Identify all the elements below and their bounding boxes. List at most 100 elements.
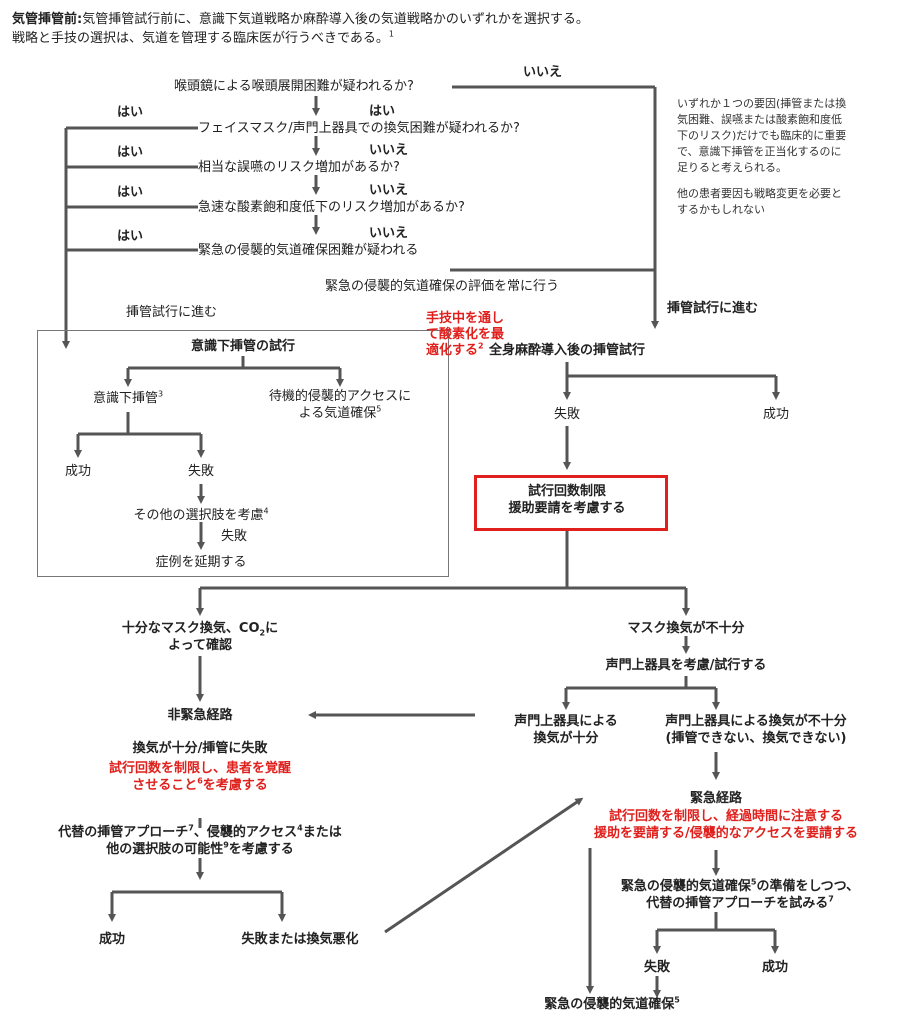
side-note: いずれか１つの要因(挿管または換気困難、誤嚥または酸素飽和度低下のリスク)だけで… [677,96,849,218]
yes-label-5: はい [369,104,396,119]
awake-intubation-box [37,330,449,577]
prepare-invasive-access: 緊急の侵襲的気道確保5の準備をしつつ、 代替の挿管アプローチを試みる7 [621,878,859,912]
awake-title: 意識下挿管の試行 [190,339,296,354]
yes-label-1: はい [117,105,144,120]
yes-label-2: はい [117,145,144,160]
question-invasive-access: 緊急の侵襲的気道確保困難が疑われる [198,243,419,258]
consider-other-sup: 4 [263,506,269,516]
question-mask-ventilation: フェイスマスク/声門上器具での換気困難が疑われるか? [198,121,520,136]
no-label-1: いいえ [523,65,563,80]
awake-fail-2: 失敗 [221,529,248,544]
emergency-red-line2: 援助を要請する/侵襲的なアクセスを要請する [593,826,859,841]
ga-fail: 失敗 [553,407,581,422]
adequate-mask-ventilation: 十分なマスク換気、CO2に よって確認 [122,620,278,654]
limit-wake-line2b: を考慮する [202,778,268,793]
attempt-limit-box [474,475,668,531]
postpone-case: 症例を延期する [155,555,247,570]
question-aspiration: 相当な誤嚥のリスク増加があるか? [198,160,400,175]
limit-wake-line1: 試行回数を制限し、患者を覚醒 [108,761,292,776]
prep-line1b: の準備をしつつ、 [756,879,860,894]
no-label-4: いいえ [369,226,409,241]
limit-wake-line2a: させること [132,778,198,793]
sga-bad-line1: 声門上器具による換気が不十分 [665,714,847,729]
proceed-awake-label: 挿管試行に進む [126,305,218,320]
final-sup: 5 [674,995,680,1005]
intro-lead: 気管挿管前: [12,12,83,27]
consider-other-node: その他の選択肢を考慮4 [133,507,268,524]
prep-sup5: 5 [750,877,757,887]
alt-sup4: 4 [297,823,303,833]
ga-success: 成功 [762,407,790,422]
limit-wake-note: 試行回数を制限し、患者を覚醒 させること6を考慮する [109,760,291,794]
awake-intubation-node: 意識下挿管3 [93,390,163,407]
sga-adequate: 声門上器具による 換気が十分 [514,713,618,747]
emergency-pathway: 緊急経路 [689,791,743,806]
adequate-line1b: に [265,621,279,636]
oxygenation-line2: て酸素化を最 [426,327,505,342]
adequate-line2: よって確認 [168,638,232,653]
oxygenation-line3: 適化する [426,343,479,358]
awake-fail: 失敗 [187,464,215,479]
attempt-limit-line2: 援助要請を考慮する [508,501,626,516]
left-success: 成功 [98,932,126,947]
awake-intubation-label: 意識下挿管 [92,391,158,406]
inadequate-mask-ventilation: マスク換気が不十分 [627,621,745,636]
intro-line1: 気管挿管試行前に、意識下気道戦略か麻酔導入後の気道戦略かのいずれかを選択する。 [82,12,589,27]
proceed-ga-label: 挿管試行に進む [667,301,759,316]
standby-line2: よる気道確保 [298,406,377,421]
side-note-p2: 他の患者要因も戦略変更を必要とするかもしれない [677,187,842,216]
yes-label-4: はい [117,229,144,244]
no-label-2: いいえ [369,143,409,158]
alt-line1b: 、侵襲的アクセス [193,825,298,840]
standby-line1: 待機的侵襲的アクセスに [268,389,412,404]
intro-line2: 戦略と手技の選択は、気道を管理する臨床医が行うべきである。 [12,31,389,46]
sga-inadequate: 声門上器具による換気が不十分 (挿管できない、換気できない) [665,713,847,747]
standby-sup: 5 [376,404,382,414]
nonemergency-pathway: 非緊急経路 [167,708,233,723]
prep-line2a: 代替の挿管アプローチを試みる [646,896,829,911]
no-label-3: いいえ [369,183,409,198]
alt-line2b: を考慮する [228,842,294,857]
consider-sga: 声門上器具を考慮/試行する [605,658,767,673]
oxygenation-note: 手技中を通し て酸素化を最 適化する2 [426,311,504,359]
limit-wake-sup: 6 [197,776,203,786]
emergency-red-note: 試行回数を制限し、経過時間に注意する 援助を要請する/侵襲的なアクセスを要請する [594,808,858,842]
intro-line2-sup: 1 [388,29,394,39]
awake-success: 成功 [64,464,92,479]
consider-other-label: その他の選択肢を考慮 [133,508,264,523]
fail-or-worsening: 失敗または換気悪化 [241,932,359,947]
sga-ok-line2: 換気が十分 [533,731,599,746]
alt-line1a: 代替の挿管アプローチ [58,825,189,840]
sga-bad-line2: (挿管できない、換気できない) [665,731,847,746]
sga-ok-line1: 声門上器具による [514,714,618,729]
final-label: 緊急の侵襲的気道確保 [544,997,675,1012]
right-success: 成功 [761,960,789,975]
prep-sup7: 7 [828,894,834,904]
alt-sup9: 9 [223,840,229,850]
yes-label-3: はい [117,185,144,200]
right-fail: 失敗 [643,960,671,975]
prep-line1a: 緊急の侵襲的気道確保 [620,879,751,894]
alt-line1c: または [302,825,342,840]
question-desaturation: 急速な酸素飽和度低下のリスク増加があるか? [198,200,465,215]
side-note-p1: いずれか１つの要因(挿管または換気困難、誤嚥または酸素飽和度低下のリスク)だけで… [677,97,847,174]
emergency-invasive-access: 緊急の侵襲的気道確保5 [544,996,680,1013]
adequate-line1a: 十分なマスク換気、CO [121,621,260,636]
attempt-limit-line1: 試行回数制限 [527,484,607,499]
oxygenation-line1: 手技中を通し [426,311,505,326]
ga-title: 全身麻酔導入後の挿管試行 [488,343,646,358]
awake-intubation-sup: 3 [157,389,164,399]
question-laryngoscopy: 喉頭鏡による喉頭展開困難が疑われるか? [174,79,414,94]
standby-access-node: 待機的侵襲的アクセスに よる気道確保5 [269,388,411,422]
intro-text: 気管挿管前:気管挿管試行前に、意識下気道戦略か麻酔導入後の気道戦略かのいずれかを… [12,10,589,48]
oxygenation-sup: 2 [478,341,484,351]
alternative-approach: 代替の挿管アプローチ7、侵襲的アクセス4または 他の選択肢の可能性9を考慮する [58,824,342,858]
vent-ok-intubation-fail: 換気が十分/挿管に失敗 [132,741,268,756]
attempt-limit-text: 試行回数制限 援助要請を考慮する [508,483,625,517]
emergency-red-line1: 試行回数を制限し、経過時間に注意する [608,809,844,824]
alt-sup7: 7 [188,823,194,833]
adequate-sub: 2 [259,628,266,638]
alt-line2a: 他の選択肢の可能性 [106,842,224,857]
always-assess-text: 緊急の侵襲的気道確保の評価を常に行う [325,279,560,294]
